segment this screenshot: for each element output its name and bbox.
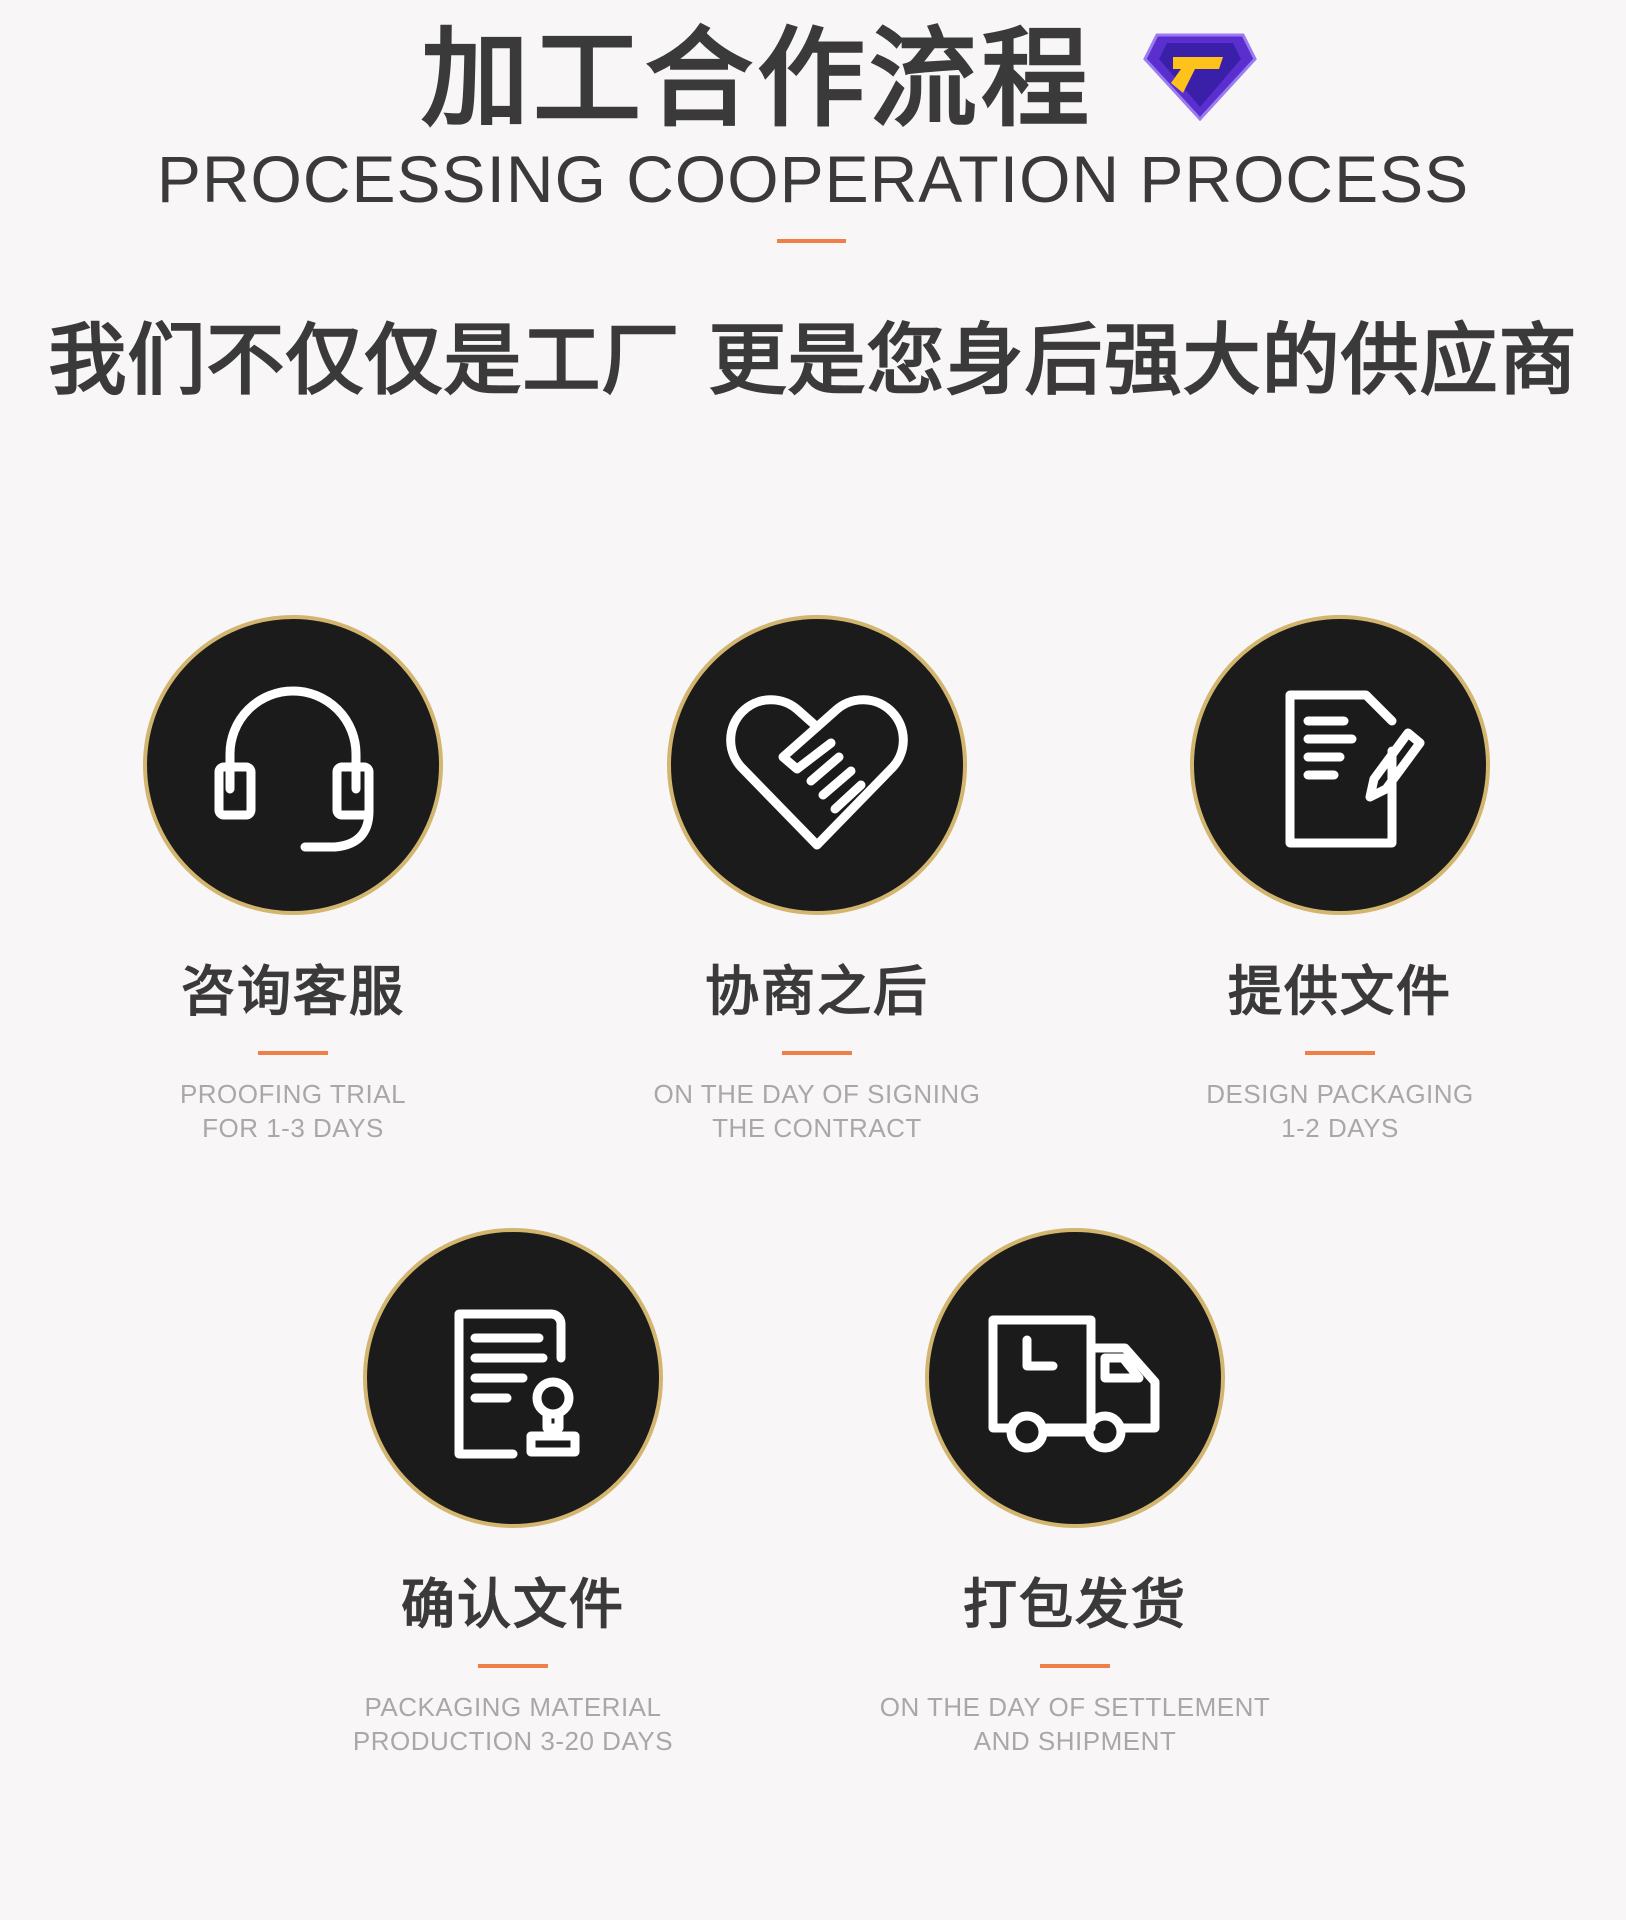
step-icon-circle — [1190, 615, 1490, 915]
page-title: 加工合作流程 — [420, 17, 1093, 142]
step-description: DESIGN PACKAGING 1-2 DAYS — [1206, 1079, 1474, 1143]
diamond-badge-icon — [1143, 33, 1257, 121]
step-title: 确认文件 — [401, 1573, 625, 1636]
slogan: 我们不仅仅是工厂 更是您身后强大的供应商 — [48, 316, 1578, 406]
step-title: 协商之后 — [705, 960, 929, 1023]
step-description: ON THE DAY OF SETTLEMENT AND SHIPMENT — [879, 1692, 1271, 1756]
page-subtitle: PROCESSING COOPERATION PROCESS — [156, 142, 1470, 216]
step-icon-circle — [925, 1228, 1225, 1528]
document-pen-icon — [1285, 690, 1425, 848]
step-title: 提供文件 — [1228, 960, 1452, 1023]
step-description: PACKAGING MATERIAL PRODUCTION 3-20 DAYS — [352, 1692, 674, 1756]
step-divider — [782, 1051, 852, 1055]
step-divider — [478, 1664, 548, 1668]
document-stamp-icon — [454, 1309, 580, 1459]
step-icon-circle — [667, 615, 967, 915]
step-icon-circle — [143, 615, 443, 915]
delivery-truck-icon — [988, 1315, 1160, 1453]
step-title: 咨询客服 — [181, 960, 405, 1023]
step-description: ON THE DAY OF SIGNING THE CONTRACT — [653, 1079, 981, 1143]
handshake-heart-icon — [726, 695, 908, 850]
step-divider — [1305, 1051, 1375, 1055]
title-divider — [777, 239, 846, 243]
step-description: PROOFING TRIAL FOR 1-3 DAYS — [179, 1079, 407, 1143]
step-icon-circle — [363, 1228, 663, 1528]
step-divider — [258, 1051, 328, 1055]
step-title: 打包发货 — [963, 1573, 1187, 1636]
step-divider — [1040, 1664, 1110, 1668]
headset-icon — [214, 686, 374, 852]
